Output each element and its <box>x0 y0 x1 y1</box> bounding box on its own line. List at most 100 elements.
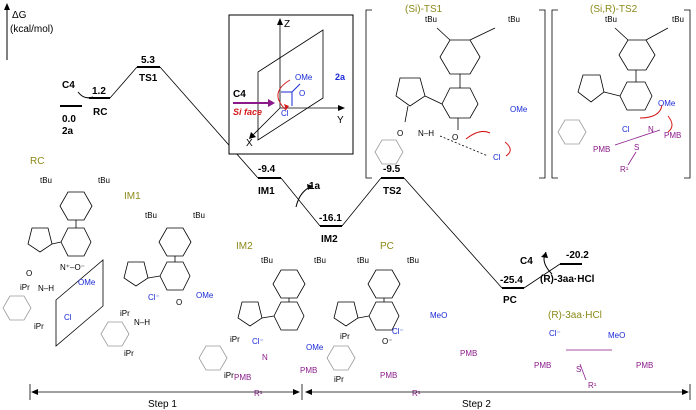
svg-text:PMB: PMB <box>664 131 681 140</box>
svg-text:O: O <box>397 129 403 138</box>
svg-text:(R)-3aa·HCl: (R)-3aa·HCl <box>548 310 602 321</box>
svg-text:tBu: tBu <box>261 256 273 265</box>
svg-text:0.0: 0.0 <box>62 114 76 125</box>
svg-text:PMB: PMB <box>593 145 610 154</box>
svg-text:Cl: Cl <box>281 109 289 118</box>
svg-text:Cl: Cl <box>622 125 630 134</box>
c4-release-arrow: C4 <box>520 251 553 275</box>
svg-text:N–H: N–H <box>38 284 54 293</box>
svg-text:1a: 1a <box>309 181 321 192</box>
structure-product: (R)-3aa·HCl Cl⁻ MeO PMB PMB S R¹ <box>534 310 653 390</box>
svg-text:Cl: Cl <box>493 153 501 162</box>
svg-text:O: O <box>176 298 182 307</box>
svg-text:iPr: iPr <box>20 283 30 292</box>
svg-text:OMe: OMe <box>510 105 528 114</box>
structure-rc: RC tBu tBu N⁺–O⁻ O N–H iPr iPr OMe Cl <box>2 156 110 347</box>
svg-text:tBu: tBu <box>508 15 520 24</box>
svg-text:MeO: MeO <box>608 331 625 340</box>
svg-text:iPr: iPr <box>120 309 130 318</box>
svg-text:(R)-3aa·HCl: (R)-3aa·HCl <box>540 274 595 285</box>
svg-text:Cl⁻: Cl⁻ <box>392 327 404 336</box>
svg-text:-25.4: -25.4 <box>500 275 523 286</box>
si-face-inset: Z Y X OMe O Cl C4 Si face 2a <box>228 14 354 155</box>
svg-text:R¹: R¹ <box>412 389 421 398</box>
svg-text:IM1: IM1 <box>124 191 141 202</box>
level-ts2: -9.5 TS2 <box>381 164 404 197</box>
svg-text:tBu: tBu <box>672 15 684 24</box>
svg-text:N–H: N–H <box>134 318 150 327</box>
svg-text:iPr: iPr <box>230 335 240 344</box>
svg-text:tBu: tBu <box>357 256 369 265</box>
reagent-1a-arrow: 1a <box>295 181 321 208</box>
svg-text:Cl⁻: Cl⁻ <box>252 337 264 346</box>
svg-text:PMB: PMB <box>380 371 397 380</box>
svg-text:O: O <box>452 133 458 142</box>
svg-text:OMe: OMe <box>658 99 676 108</box>
svg-text:IM1: IM1 <box>258 186 275 197</box>
svg-text:tBu: tBu <box>145 211 157 220</box>
svg-text:tBu: tBu <box>193 211 205 220</box>
svg-text:1.2: 1.2 <box>92 86 106 97</box>
svg-text:IM2: IM2 <box>236 241 253 252</box>
svg-text:Cl⁻: Cl⁻ <box>549 329 561 338</box>
step-bracket-2: Step 2 <box>305 384 691 410</box>
svg-text:OMe: OMe <box>196 291 214 300</box>
svg-text:Y: Y <box>337 115 344 126</box>
svg-text:-16.1: -16.1 <box>319 213 342 224</box>
svg-text:PMB: PMB <box>534 361 551 370</box>
svg-text:-9.5: -9.5 <box>383 164 401 175</box>
svg-text:N⁺–O⁻: N⁺–O⁻ <box>60 263 85 272</box>
svg-text:tBu: tBu <box>425 15 437 24</box>
svg-text:Cl⁻: Cl⁻ <box>148 293 160 302</box>
svg-text:X: X <box>246 138 253 149</box>
svg-text:PMB: PMB <box>300 366 317 375</box>
svg-text:S: S <box>634 143 639 152</box>
profile-connectors <box>109 66 561 289</box>
level-ts1: 5.3 TS1 <box>137 55 160 84</box>
svg-text:N–H: N–H <box>418 129 434 138</box>
svg-text:tBu: tBu <box>605 15 617 24</box>
svg-text:R¹: R¹ <box>588 381 597 390</box>
svg-text:S: S <box>576 365 581 374</box>
svg-text:tBu: tBu <box>314 256 326 265</box>
svg-text:N: N <box>262 353 268 362</box>
svg-text:Si face: Si face <box>233 107 262 117</box>
svg-text:RC: RC <box>93 107 107 118</box>
ts2-inset: (Si,R)-TS2 tBu tBu Cl OMe PMB PMB R¹ S N <box>551 4 691 179</box>
svg-text:2a: 2a <box>335 72 346 82</box>
svg-text:RC: RC <box>30 156 44 167</box>
svg-text:Step 2: Step 2 <box>462 399 491 410</box>
svg-text:OMe: OMe <box>295 73 313 82</box>
structure-im2: IM2 tBu tBu Cl⁻ OMe N PMB PMB R¹ iPr iPr <box>198 241 326 398</box>
y-axis-unit: (kcal/mol) <box>10 24 53 35</box>
svg-text:O: O <box>26 269 32 278</box>
svg-text:Step 1: Step 1 <box>148 399 177 410</box>
svg-text:-9.4: -9.4 <box>258 164 276 175</box>
svg-text:Cl: Cl <box>64 313 72 322</box>
svg-text:TS2: TS2 <box>383 186 402 197</box>
svg-text:MeO: MeO <box>430 311 447 320</box>
svg-text:iPr: iPr <box>34 322 44 331</box>
structure-pc: PC tBu tBu O⁻ Cl⁻ MeO PMB PMB R¹ iPr iPr <box>326 241 477 398</box>
svg-text:O: O <box>299 89 305 98</box>
svg-text:iPr: iPr <box>124 349 134 358</box>
svg-text:PC: PC <box>380 241 394 252</box>
svg-text:R¹: R¹ <box>254 389 263 398</box>
svg-text:iPr: iPr <box>224 371 234 380</box>
svg-text:PMB: PMB <box>636 361 653 370</box>
svg-text:tBu: tBu <box>40 176 52 185</box>
svg-text:TS1: TS1 <box>139 73 158 84</box>
svg-text:tBu: tBu <box>98 176 110 185</box>
svg-text:R¹: R¹ <box>620 165 629 174</box>
y-axis-arrowhead <box>4 3 10 10</box>
svg-text:PMB: PMB <box>460 349 477 358</box>
svg-text:OMe: OMe <box>306 343 324 352</box>
svg-text:IM2: IM2 <box>321 234 338 245</box>
svg-text:C4: C4 <box>233 89 246 100</box>
svg-text:-20.2: -20.2 <box>566 250 589 261</box>
step-bracket-1: Step 1 <box>29 384 303 410</box>
svg-text:C4: C4 <box>520 256 533 267</box>
ts1-inset: (Si)-TS1 tBu tBu O N–H O OMe Cl <box>365 4 546 179</box>
